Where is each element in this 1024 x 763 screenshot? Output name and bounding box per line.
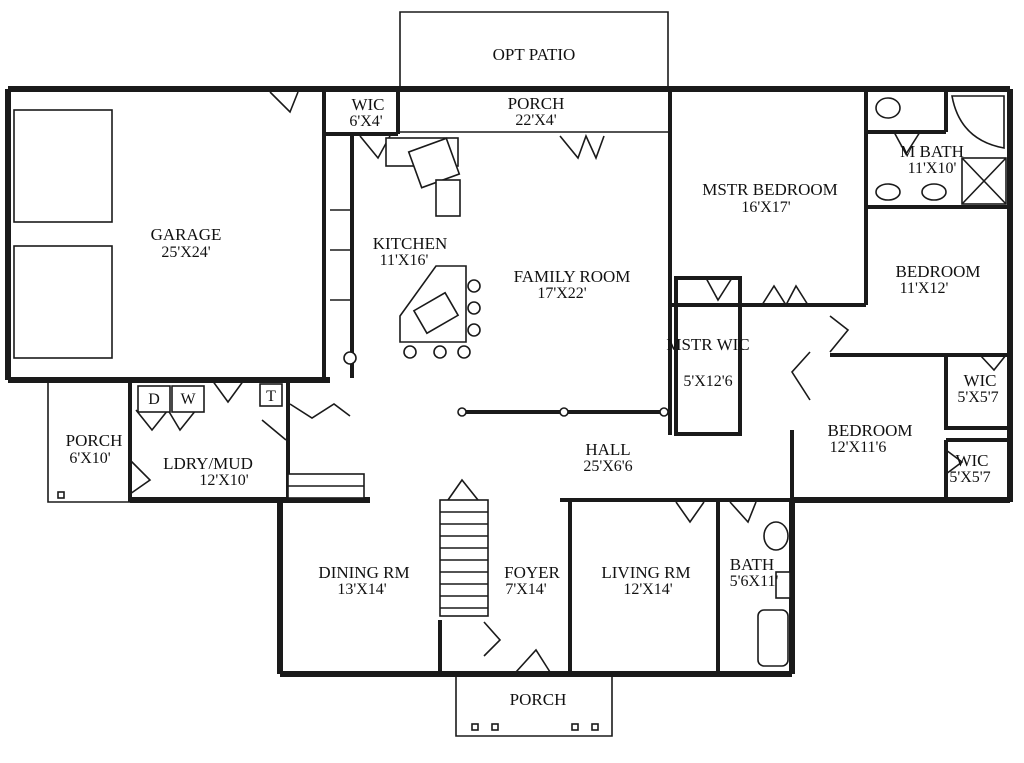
room-dining-rm-name: DINING RM — [318, 563, 409, 582]
room-porch-side-dim: 6'X10' — [69, 450, 110, 467]
room-mstr-bedroom-dim: 16'X17' — [741, 199, 790, 216]
room-family-room-name: FAMILY ROOM — [514, 267, 631, 286]
interior-walls — [130, 89, 1010, 737]
room-hall-dim: 25'X6'6 — [583, 458, 632, 475]
bath-sink — [763, 521, 789, 551]
bath-fixtures — [757, 95, 1007, 667]
room-labels: OPT PATIO PORCH 22'X4' WIC 6'X4' GARAGE … — [66, 45, 999, 709]
washer — [171, 385, 205, 413]
staircase — [439, 499, 489, 617]
room-garage-dim: 25'X24' — [161, 244, 210, 261]
room-bath-name: BATH — [730, 555, 774, 574]
sink-2 — [921, 183, 947, 201]
room-porch-rear-dim: 22'X4' — [515, 112, 556, 129]
utility-label: T — [266, 388, 276, 405]
room-kitchen-name: KITCHEN — [373, 234, 448, 253]
cooktop — [412, 291, 460, 335]
front-porch-outline — [455, 674, 613, 737]
room-family-room-dim: 17'X22' — [537, 285, 586, 302]
toilet — [875, 97, 901, 119]
laundry-fixtures: D W T — [137, 383, 365, 499]
tub-corner — [951, 95, 1005, 149]
room-bedroom-2-dim: 11'X12' — [900, 280, 949, 297]
room-bedroom-3-dim: 12'X11'6 — [830, 439, 887, 456]
dryer-label: D — [148, 391, 160, 408]
garage-doors — [13, 109, 113, 359]
room-kitchen-dim: 11'X16' — [380, 252, 429, 269]
room-wic-kitchen-name: WIC — [351, 95, 384, 114]
room-ldry-mud-dim: 12'X10' — [199, 472, 248, 489]
washer-label: W — [180, 391, 196, 408]
bathtub — [757, 609, 789, 667]
room-wic-3-dim: 5'X5'7 — [949, 469, 990, 486]
exterior-walls — [5, 11, 1013, 677]
room-bath-dim: 5'6X11' — [730, 573, 779, 590]
room-porch-rear-name: PORCH — [508, 94, 565, 113]
kitchen-fixtures — [330, 137, 481, 365]
porch-posts — [57, 407, 669, 731]
room-bedroom-2-name: BEDROOM — [895, 262, 980, 281]
room-wic-2-dim: 5'X5'7 — [957, 389, 998, 406]
room-living-rm-name: LIVING RM — [601, 563, 690, 582]
room-bedroom-3-name: BEDROOM — [827, 421, 912, 440]
room-foyer-name: FOYER — [504, 563, 560, 582]
room-wic-kitchen-dim: 6'X4' — [349, 113, 382, 130]
room-opt-patio-name: OPT PATIO — [493, 45, 576, 64]
dryer — [137, 385, 171, 413]
room-foyer-dim: 7'X14' — [505, 581, 546, 598]
room-m-bath-dim: 11'X10' — [908, 160, 957, 177]
room-m-bath-name: M BATH — [900, 142, 964, 161]
room-hall-name: HALL — [585, 440, 630, 459]
room-mstr-wic-dim: 5'X12'6 — [683, 373, 732, 390]
room-ldry-mud-name: LDRY/MUD — [163, 454, 253, 473]
opt-patio-outline — [399, 11, 669, 86]
room-wic-3-name: WIC — [955, 451, 988, 470]
room-porch-front-name: PORCH — [510, 690, 567, 709]
utility-box — [259, 383, 283, 407]
room-garage-name: GARAGE — [151, 225, 222, 244]
room-mstr-bedroom-name: MSTR BEDROOM — [702, 180, 838, 199]
room-wic-2-name: WIC — [963, 371, 996, 390]
room-mstr-wic-name: MSTR WIC — [666, 335, 749, 354]
room-living-rm-dim: 12'X14' — [623, 581, 672, 598]
room-porch-side-name: PORCH — [66, 431, 123, 450]
sink-1 — [875, 183, 901, 201]
room-dining-rm-dim: 13'X14' — [337, 581, 386, 598]
